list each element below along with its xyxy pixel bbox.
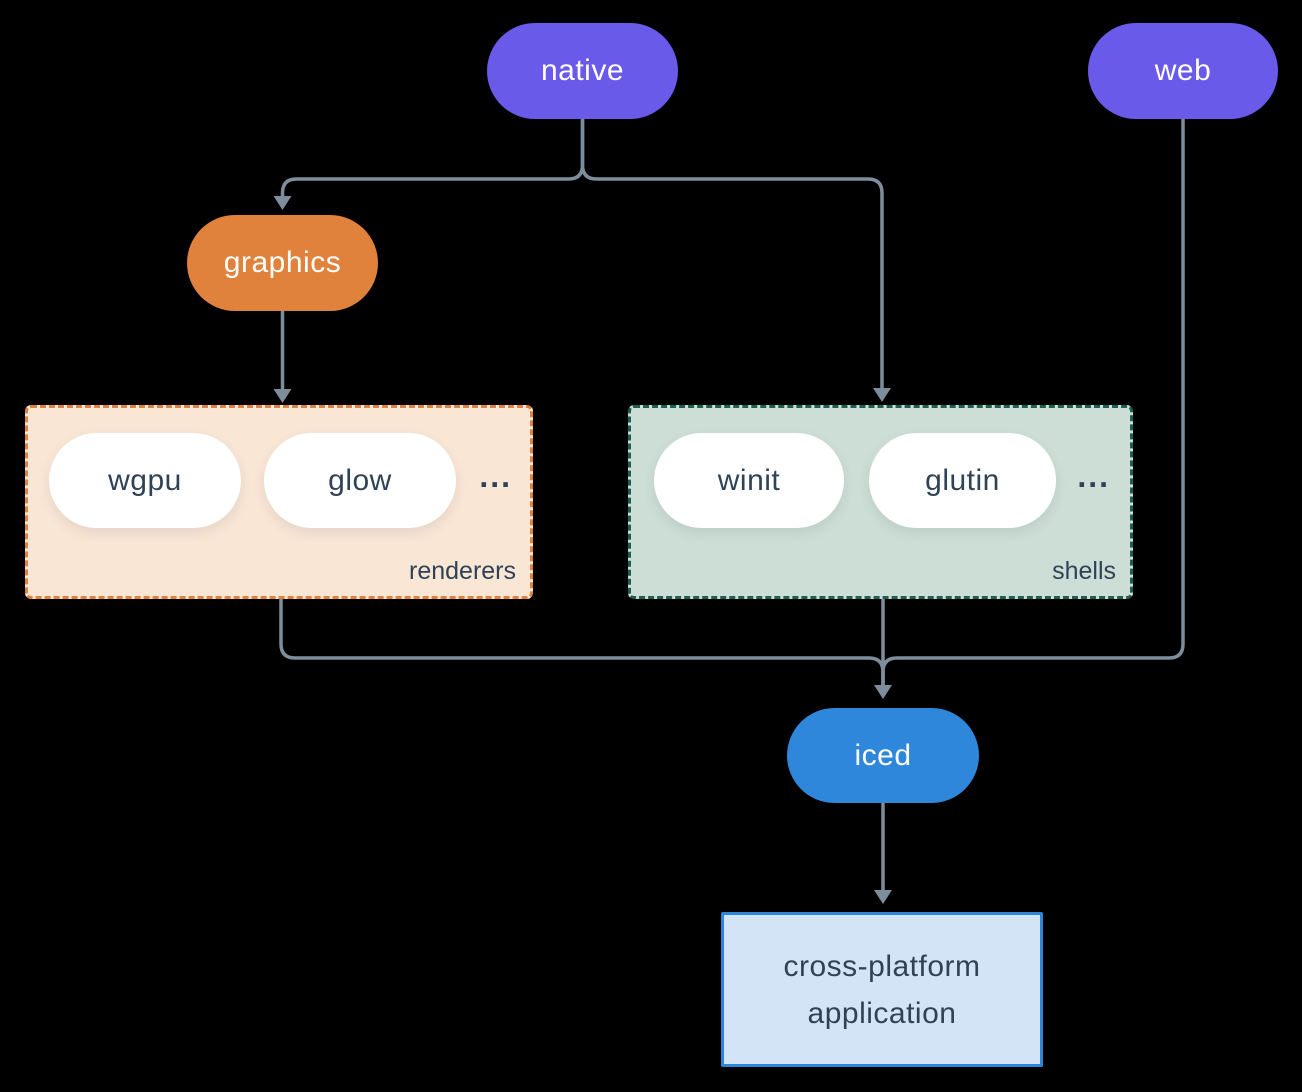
edge-renderers-iced: [279, 599, 885, 685]
node-glutin-label: glutin: [925, 463, 1000, 497]
node-native: native: [487, 23, 678, 119]
arrowhead-renderers: [273, 389, 292, 403]
node-web: web: [1088, 23, 1278, 119]
arrowhead-iced: [874, 685, 892, 699]
node-graphics: graphics: [187, 215, 378, 311]
node-glow-label: glow: [328, 463, 392, 497]
node-wgpu-label: wgpu: [108, 463, 182, 497]
arrowhead-application: [874, 890, 892, 904]
arrowhead-shells: [873, 388, 891, 402]
node-graphics-label: graphics: [223, 246, 342, 279]
arrowhead-graphics: [273, 196, 292, 210]
node-winit: winit: [654, 433, 844, 528]
node-winit-label: winit: [717, 463, 781, 497]
node-web-label: web: [1154, 54, 1212, 87]
group-shells: winit glutin ... shells: [628, 405, 1133, 599]
node-iced-label: iced: [854, 738, 912, 772]
renderers-ellipsis: ...: [479, 458, 512, 494]
shells-caption: shells: [1052, 557, 1116, 585]
app-label-line1: cross-platform: [783, 949, 981, 983]
node-glow: glow: [264, 433, 456, 528]
node-iced: iced: [787, 708, 979, 803]
app-box: cross-platform application: [721, 912, 1043, 1067]
renderers-caption: renderers: [409, 557, 516, 585]
node-glutin: glutin: [869, 433, 1056, 528]
node-native-label: native: [540, 54, 625, 87]
app-label-line2: application: [807, 996, 957, 1030]
shells-ellipsis: ...: [1077, 458, 1110, 494]
edge-native-graphics: [280, 119, 585, 196]
node-wgpu: wgpu: [49, 433, 241, 528]
group-renderers: wgpu glow ... renderers: [25, 405, 533, 599]
edge-web-iced: [881, 119, 1185, 685]
edge-native-shells: [580, 119, 884, 388]
